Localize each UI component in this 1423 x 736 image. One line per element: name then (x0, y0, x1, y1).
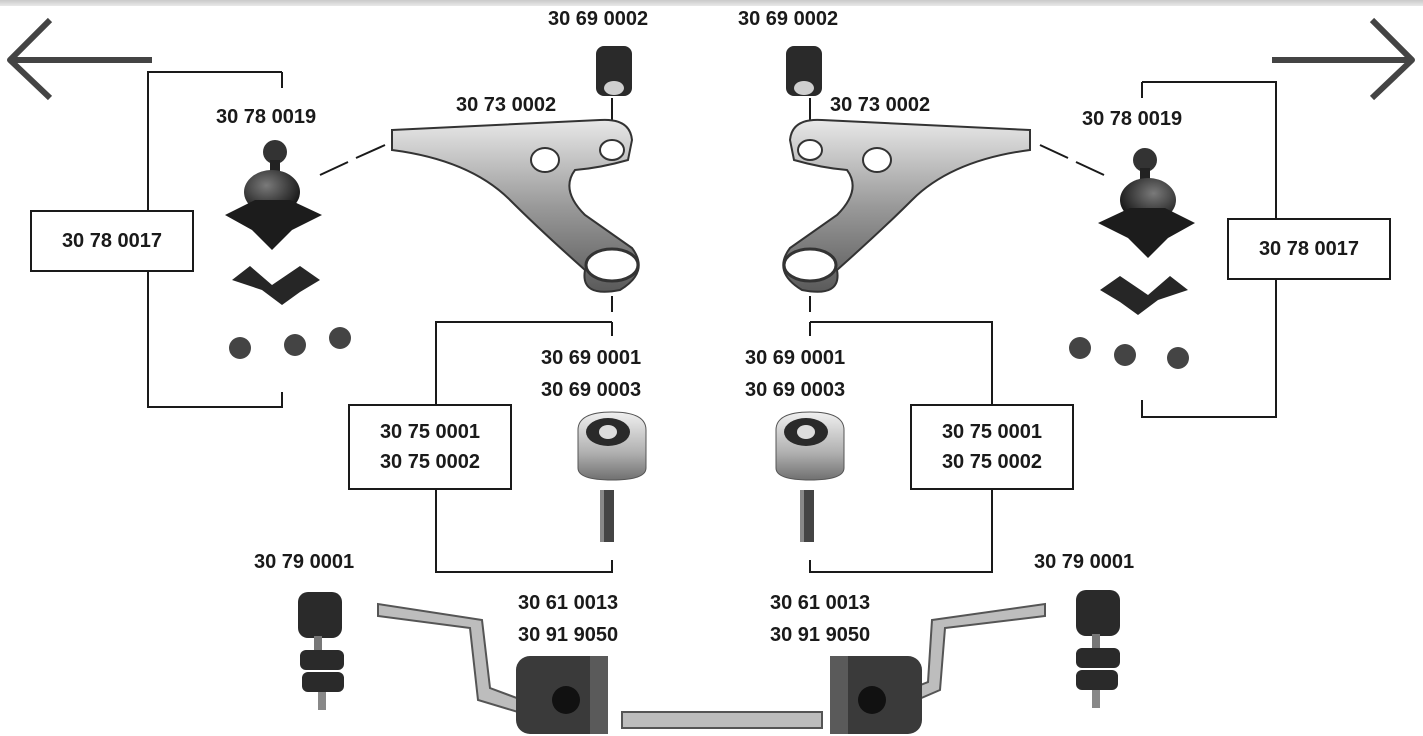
right-arm-kit-box: 30 75 0001 30 75 0002 (910, 404, 1074, 490)
right-stab-bush-image (830, 656, 922, 734)
left-ball-joint-kit-label: 30 78 0017 (61, 230, 163, 252)
prev-arrow-icon[interactable] (7, 17, 152, 101)
right-bush-top-label: 30 69 0002 (738, 8, 839, 30)
left-bush-main-2-label: 30 69 0003 (541, 379, 642, 401)
left-bush-main-1-label: 30 69 0001 (541, 347, 642, 369)
right-link-label: 30 79 0001 (1034, 551, 1135, 573)
right-ball-joint-kit-label: 30 78 0017 (1258, 238, 1360, 260)
top-border (0, 0, 1423, 6)
left-control-arm-label: 30 73 0002 (456, 94, 557, 116)
right-bush-main-2-label: 30 69 0003 (745, 379, 846, 401)
right-main-bush-image (775, 411, 845, 542)
left-arm-kit-box: 30 75 0001 30 75 0002 (348, 404, 512, 490)
left-link-label: 30 79 0001 (254, 551, 355, 573)
left-ball-joint-image (225, 140, 351, 359)
left-control-arm-image (391, 118, 640, 293)
right-ball-joint-kit-box: 30 78 0017 (1227, 218, 1391, 280)
right-connector-lines (809, 81, 1277, 573)
left-stab-bush-1-label: 30 61 0013 (518, 592, 619, 614)
left-ball-joint-kit-box: 30 78 0017 (30, 210, 194, 272)
left-top-bush-image (596, 46, 632, 96)
left-ball-joint-label: 30 78 0019 (216, 106, 317, 128)
right-top-bush-image (786, 46, 822, 96)
right-arm-kit-1-label: 30 75 0001 (941, 421, 1043, 443)
right-ball-joint-label: 30 78 0019 (1082, 108, 1183, 130)
right-link-image (1076, 590, 1120, 708)
stabilizer-bar-image (377, 602, 1046, 729)
left-stab-bush-2-label: 30 91 9050 (518, 624, 619, 646)
left-link-image (298, 592, 344, 710)
right-ball-joint-image (1069, 148, 1195, 369)
left-main-bush-image (577, 411, 647, 542)
left-arm-kit-2-label: 30 75 0002 (379, 451, 481, 473)
right-arm-kit-2-label: 30 75 0002 (941, 451, 1043, 473)
right-stab-bush-1-label: 30 61 0013 (770, 592, 871, 614)
left-arm-kit-1-label: 30 75 0001 (379, 421, 481, 443)
left-bush-top-label: 30 69 0002 (548, 8, 649, 30)
right-control-arm-label: 30 73 0002 (830, 94, 931, 116)
left-stab-bush-image (516, 656, 608, 734)
next-arrow-icon[interactable] (1272, 17, 1415, 101)
right-control-arm-image (782, 118, 1031, 293)
left-connector-lines (147, 71, 613, 573)
right-stab-bush-2-label: 30 91 9050 (770, 624, 871, 646)
right-bush-main-1-label: 30 69 0001 (745, 347, 846, 369)
